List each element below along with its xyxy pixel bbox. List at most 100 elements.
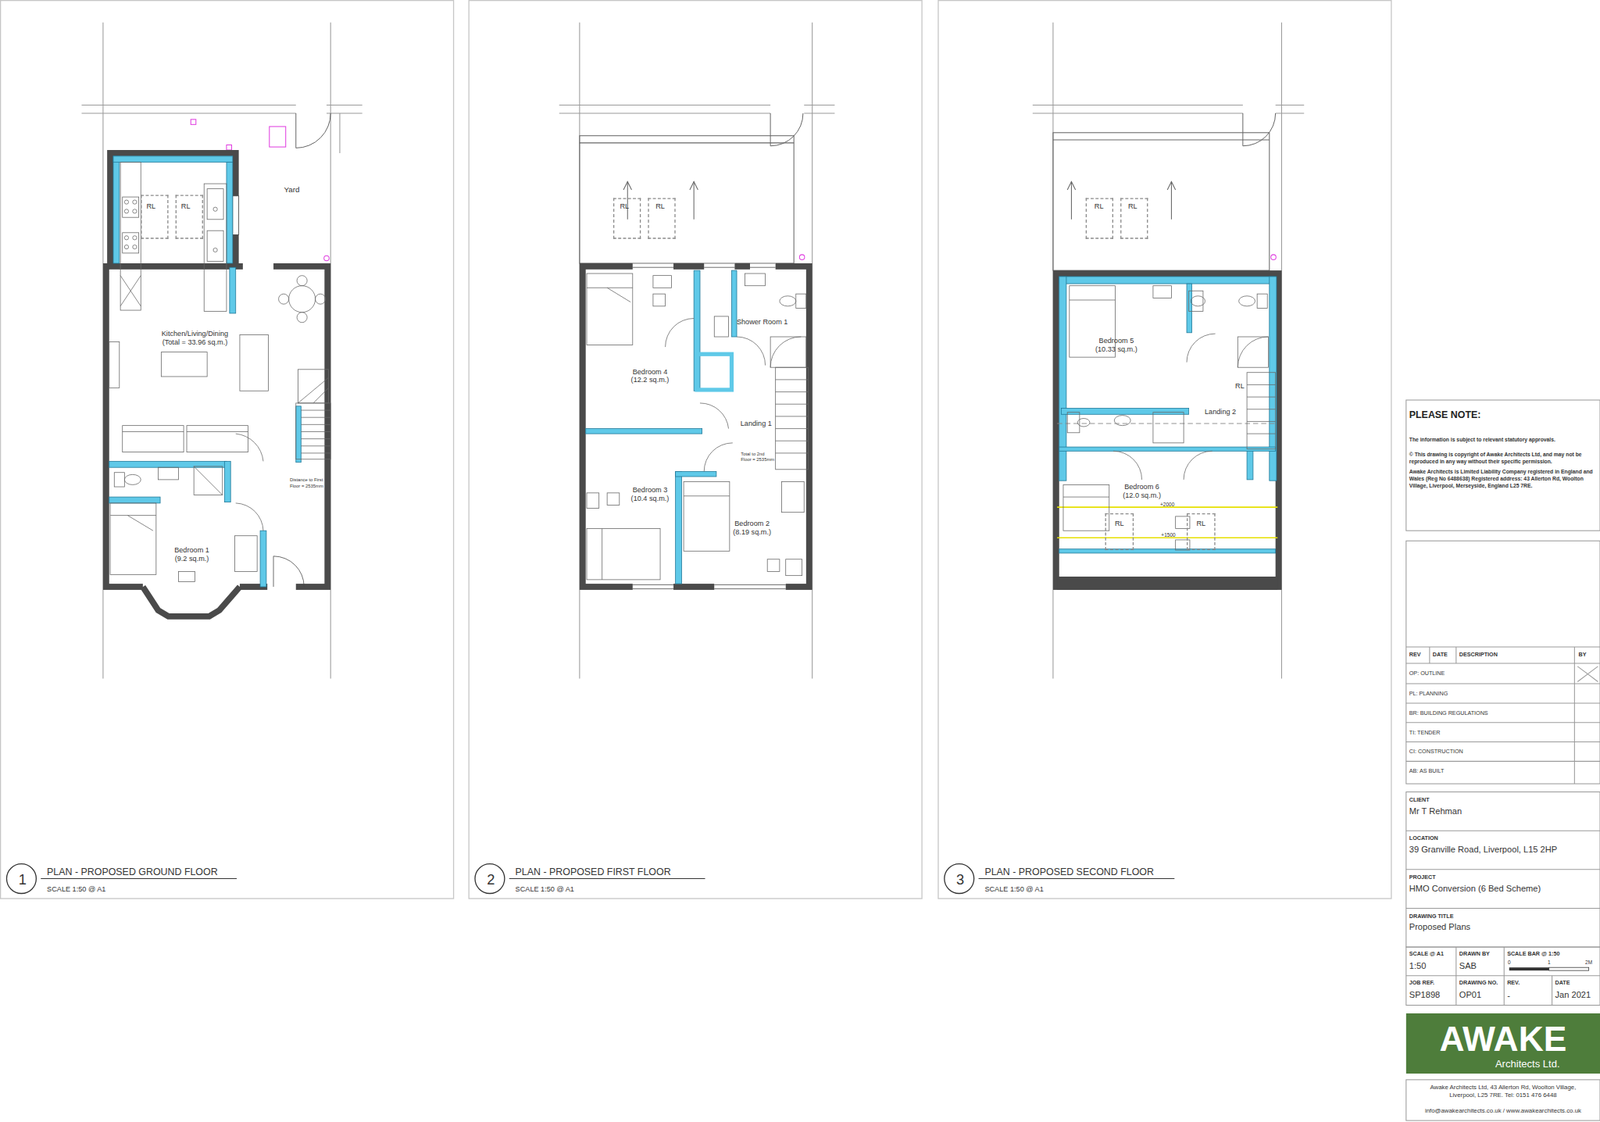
field-label: DRAWING NO. [1459,978,1498,986]
insulated-wall-part [296,406,302,463]
site-boundary-part [1032,104,1243,106]
window-part [232,196,240,236]
rooflight-text: RL [181,201,191,211]
window [232,196,786,590]
room-label-text: Bedroom 5 [1099,335,1135,346]
furniture-part [775,391,809,393]
rooflight: RL [1105,513,1135,550]
site-boundary-part [81,104,296,106]
title-block-frame-part [1406,946,1600,1005]
window-part [632,588,674,590]
furniture-part [300,445,331,447]
flat-roof-part [627,181,629,219]
field-label: DATE [1555,978,1571,986]
address-text: Awake Architects Ltd, 43 Allerton Rd, Wo… [1416,1083,1590,1100]
field-label: SCALE BAR @ 1:50 [1507,950,1560,958]
furniture-part [736,336,766,366]
rooflight-text: RL [1094,201,1104,211]
title-block-frame-part [1406,868,1600,870]
note-text: The information is subject to relevant s… [1409,436,1556,444]
furniture-part [770,336,801,368]
rooflight-text: RL [146,201,156,211]
gate-door-part [770,113,772,147]
furniture-part [234,535,258,572]
furniture-part [300,410,331,411]
furniture-part [110,514,157,516]
gate-door [296,113,1276,148]
furniture-part [1246,421,1276,422]
title-block-frame-part [1406,683,1600,685]
furniture-part [607,492,620,506]
bay-window-glazing [171,610,206,614]
table-header: DESCRIPTION [1459,651,1498,659]
gate-door-part [1242,113,1243,147]
furniture-part [1114,415,1131,426]
room-label-text: (Total = 33.96 sq.m.) [162,337,229,347]
wall-opening-part [750,260,776,271]
rooflight-text: RL [1196,518,1206,529]
furniture-part [1063,484,1110,531]
external-wall [106,153,1279,587]
scale-bar-tick: 2M [1585,958,1593,965]
furniture-part [297,377,329,404]
title-underline-part [509,878,706,879]
furniture-part [744,273,765,286]
insulated-wall-part [1059,276,1276,284]
furniture-part [683,481,730,551]
site-boundary-part [1275,104,1305,106]
field-value: Mr T Rehman [1409,805,1462,817]
furniture-part [767,559,780,572]
site-boundary-part [1275,112,1305,114]
insulated-wall-part [675,471,683,584]
furniture-part [1237,336,1268,368]
furniture-part [124,474,141,485]
furniture-part [1246,408,1276,410]
field-value: SAB [1459,960,1477,972]
revision-stage: BR: BUILDING REGULATIONS [1409,709,1489,717]
contact-text: info@awakearchitects.co.uk / www.awakear… [1425,1107,1582,1115]
note-text: Awake Architects is Limited Liability Co… [1409,468,1597,490]
furniture-part [213,207,218,211]
field-value: Proposed Plans [1409,921,1471,933]
field-label: SCALE @ A1 [1409,950,1444,958]
insulated-wall-part [109,496,161,504]
furniture-part [157,467,179,480]
note-heading: PLEASE NOTE: [1409,409,1482,422]
furniture-part [683,495,730,497]
furniture-part [796,293,807,308]
furniture-part [775,415,809,417]
furniture-part [203,183,227,311]
gate-door-part [1242,113,1276,147]
plan-title: PLAN - PROPOSED GROUND FLOOR [46,866,218,879]
site-boundary-part [326,104,363,106]
scale-bar-tick: 0 [1507,958,1511,965]
window-part [714,584,786,586]
furniture-part [779,296,797,307]
field-value: 1:50 [1409,960,1427,972]
furniture-part [315,293,326,304]
insulated-wall-part [675,471,717,477]
room-label: Bedroom 4(12.2 sq.m.) [584,307,693,428]
title-block-frame-part [1406,741,1600,743]
furniture-part [313,387,329,404]
site-boundary-part [1032,112,1243,114]
field-label: DRAWN BY [1459,950,1490,958]
plan-scale: SCALE 1:50 @ A1 [984,884,1043,894]
flat-roof-part [1171,181,1172,219]
callout-number-text: 2 [486,870,495,890]
title-block-frame-part [1574,646,1575,784]
field-label: JOB REF. [1409,978,1435,986]
window-part [750,262,776,264]
level-mark: +2000 [1160,500,1175,508]
rooflight: RL [613,197,641,239]
furniture-part [296,403,331,460]
furniture-part [703,442,733,472]
table-header: BY [1578,651,1587,659]
site-boundary-part [803,112,835,114]
field-label: CLIENT [1409,796,1430,804]
scale-bar-part [1549,967,1590,971]
insulated-wall-part [1059,549,1276,554]
furniture-part [132,235,137,240]
plan-panel: PLAN - PROPOSED SECOND FLOORSCALE 1:50 @… [937,0,1392,900]
room-label: Bedroom 2(8.19 sq.m.) [715,510,787,552]
